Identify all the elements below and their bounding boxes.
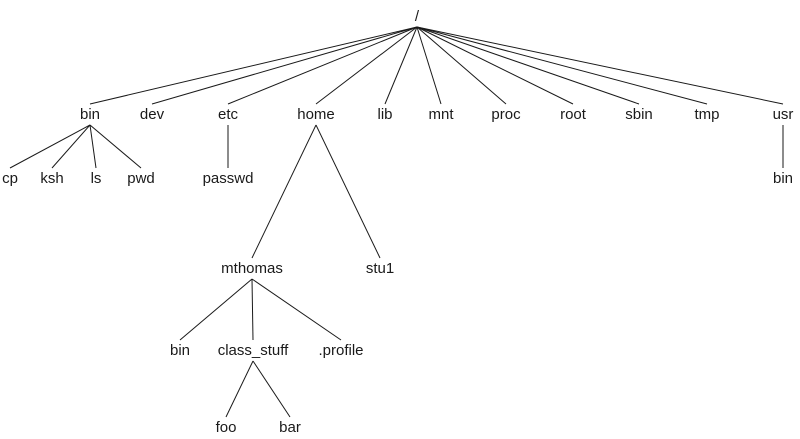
edge-root-mnt [416,26,442,105]
edge-root-bin [89,26,418,105]
edge-mthomas-profile [251,278,342,341]
node-stu1: stu1 [365,260,395,277]
edge-bin-ls [89,124,97,169]
node-home: home [297,106,335,123]
edge-home-stu1 [315,124,381,259]
edge-home-mthomas [251,124,317,259]
node-usr: usr [772,106,794,123]
edge-root-tmp [416,26,708,105]
node-foo: foo [215,419,237,436]
node-class_stuff: class_stuff [217,342,289,359]
edge-root-lib [384,26,418,105]
node-root: / [414,8,420,25]
edge-class_stuff-foo [225,360,254,418]
node-tmp: tmp [694,106,720,123]
node-sbin: sbin [625,106,653,123]
node-cp: cp [2,170,18,187]
edge-root-proc [416,26,507,105]
edge-root-usr [416,26,784,105]
node-lib: lib [377,106,393,123]
edge-class_stuff-bar [252,360,291,418]
node-profile: .profile [318,342,364,359]
edge-mthomas-mthomas-bin [179,278,253,341]
edge-bin-pwd [89,124,142,169]
node-passwd: passwd [202,170,254,187]
node-proc: proc [491,106,521,123]
node-mnt: mnt [428,106,454,123]
node-pwd: pwd [127,170,155,187]
edge-mthomas-class_stuff [251,278,254,341]
node-bar: bar [279,419,301,436]
edge-root-dev [151,26,418,105]
edge-root-sbin [416,26,640,105]
node-rootdir: root [560,106,586,123]
node-ls: ls [90,170,102,187]
edge-bin-ksh [51,124,91,169]
node-ksh: ksh [40,170,64,187]
node-usr-bin: bin [772,170,794,187]
edge-root-home [315,26,418,105]
edge-root-etc [227,26,418,105]
node-dev: dev [139,106,165,123]
node-etc: etc [217,106,239,123]
node-mthomas-bin: bin [169,342,191,359]
node-mthomas: mthomas [221,260,283,277]
edge-root-rootdir [416,26,574,105]
edge-bin-cp [9,124,91,169]
node-bin: bin [79,106,101,123]
